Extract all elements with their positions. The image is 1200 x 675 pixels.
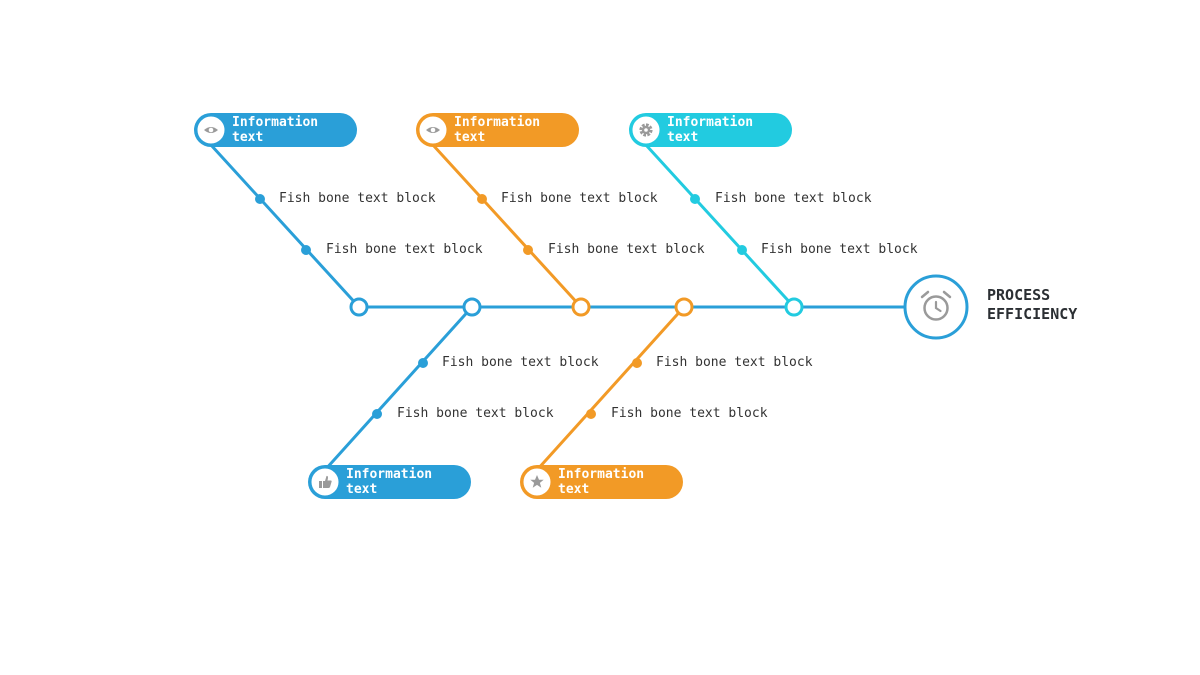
bone-line-bottom-2 xyxy=(535,305,686,472)
head-title-line1: PROCESS xyxy=(987,286,1051,304)
info-pill-bottom-1 xyxy=(308,465,471,499)
bone-dot-top-1-a xyxy=(255,194,265,204)
thumbs-up-icon xyxy=(319,475,332,488)
bone-dot-top-3-a xyxy=(690,194,700,204)
bone-text-top-2-a: Fish bone text block xyxy=(501,191,658,206)
info-label-top-1-line2: text xyxy=(232,130,264,145)
star-icon xyxy=(530,475,544,488)
bone-dot-bottom-1-b xyxy=(372,409,382,419)
info-pill-top-3 xyxy=(629,113,792,147)
junction-bottom-1 xyxy=(462,297,482,317)
bone-text-top-3-a: Fish bone text block xyxy=(715,191,872,206)
process-head xyxy=(903,274,969,340)
eye-icon xyxy=(204,127,218,133)
junction-top-1 xyxy=(349,297,369,317)
info-label-bottom-2-line2: text xyxy=(558,482,590,497)
junction-top-3 xyxy=(784,297,804,317)
info-label-top-2-line2: text xyxy=(454,130,486,145)
bone-dot-top-2-b xyxy=(523,245,533,255)
bone-text-top-1-a: Fish bone text block xyxy=(279,191,436,206)
info-label-top-2: Information text xyxy=(454,115,540,145)
bone-line-top-1 xyxy=(209,143,361,309)
bone-dot-bottom-1-a xyxy=(418,358,428,368)
bone-text-bottom-1-b: Fish bone text block xyxy=(397,406,554,421)
bone-text-bottom-1-a: Fish bone text block xyxy=(442,355,599,370)
info-pill-top-1 xyxy=(194,113,357,147)
info-label-bottom-1-line1: Information xyxy=(346,467,433,482)
bone-dot-top-2-a xyxy=(477,194,487,204)
alarm-clock-icon xyxy=(920,290,952,321)
info-label-top-1-line1: Information xyxy=(232,115,319,130)
bone-text-top-3-b: Fish bone text block xyxy=(761,242,918,257)
info-label-top-3-line2: text xyxy=(667,130,699,145)
bone-text-top-1-b: Fish bone text block xyxy=(326,242,483,257)
bone-line-top-2 xyxy=(431,143,583,309)
bone-text-bottom-2-b: Fish bone text block xyxy=(611,406,768,421)
bone-dot-bottom-2-b xyxy=(586,409,596,419)
junction-top-2 xyxy=(571,297,591,317)
head-title-line2: EFFICIENCY xyxy=(987,305,1078,323)
bone-dot-bottom-2-a xyxy=(632,358,642,368)
bone-dot-top-1-b xyxy=(301,245,311,255)
info-label-bottom-1: Information text xyxy=(346,467,432,497)
gear-icon xyxy=(639,123,653,137)
process-efficiency-title: PROCESS EFFICIENCY xyxy=(987,286,1077,324)
eye-icon xyxy=(426,127,440,133)
info-label-bottom-2: Information text xyxy=(558,467,644,497)
info-pill-bottom-2 xyxy=(520,465,683,499)
bone-dot-top-3-b xyxy=(737,245,747,255)
bone-text-top-2-b: Fish bone text block xyxy=(548,242,705,257)
info-label-bottom-2-line1: Information xyxy=(558,467,645,482)
info-label-top-2-line1: Information xyxy=(454,115,541,130)
info-label-top-3: Information text xyxy=(667,115,753,145)
bone-line-top-3 xyxy=(644,143,796,309)
info-label-top-3-line1: Information xyxy=(667,115,754,130)
bone-text-bottom-2-a: Fish bone text block xyxy=(656,355,813,370)
info-label-top-1: Information text xyxy=(232,115,318,145)
info-pill-top-2 xyxy=(416,113,579,147)
bone-line-bottom-1 xyxy=(323,305,474,472)
junction-bottom-2 xyxy=(674,297,694,317)
info-label-bottom-1-line2: text xyxy=(346,482,378,497)
